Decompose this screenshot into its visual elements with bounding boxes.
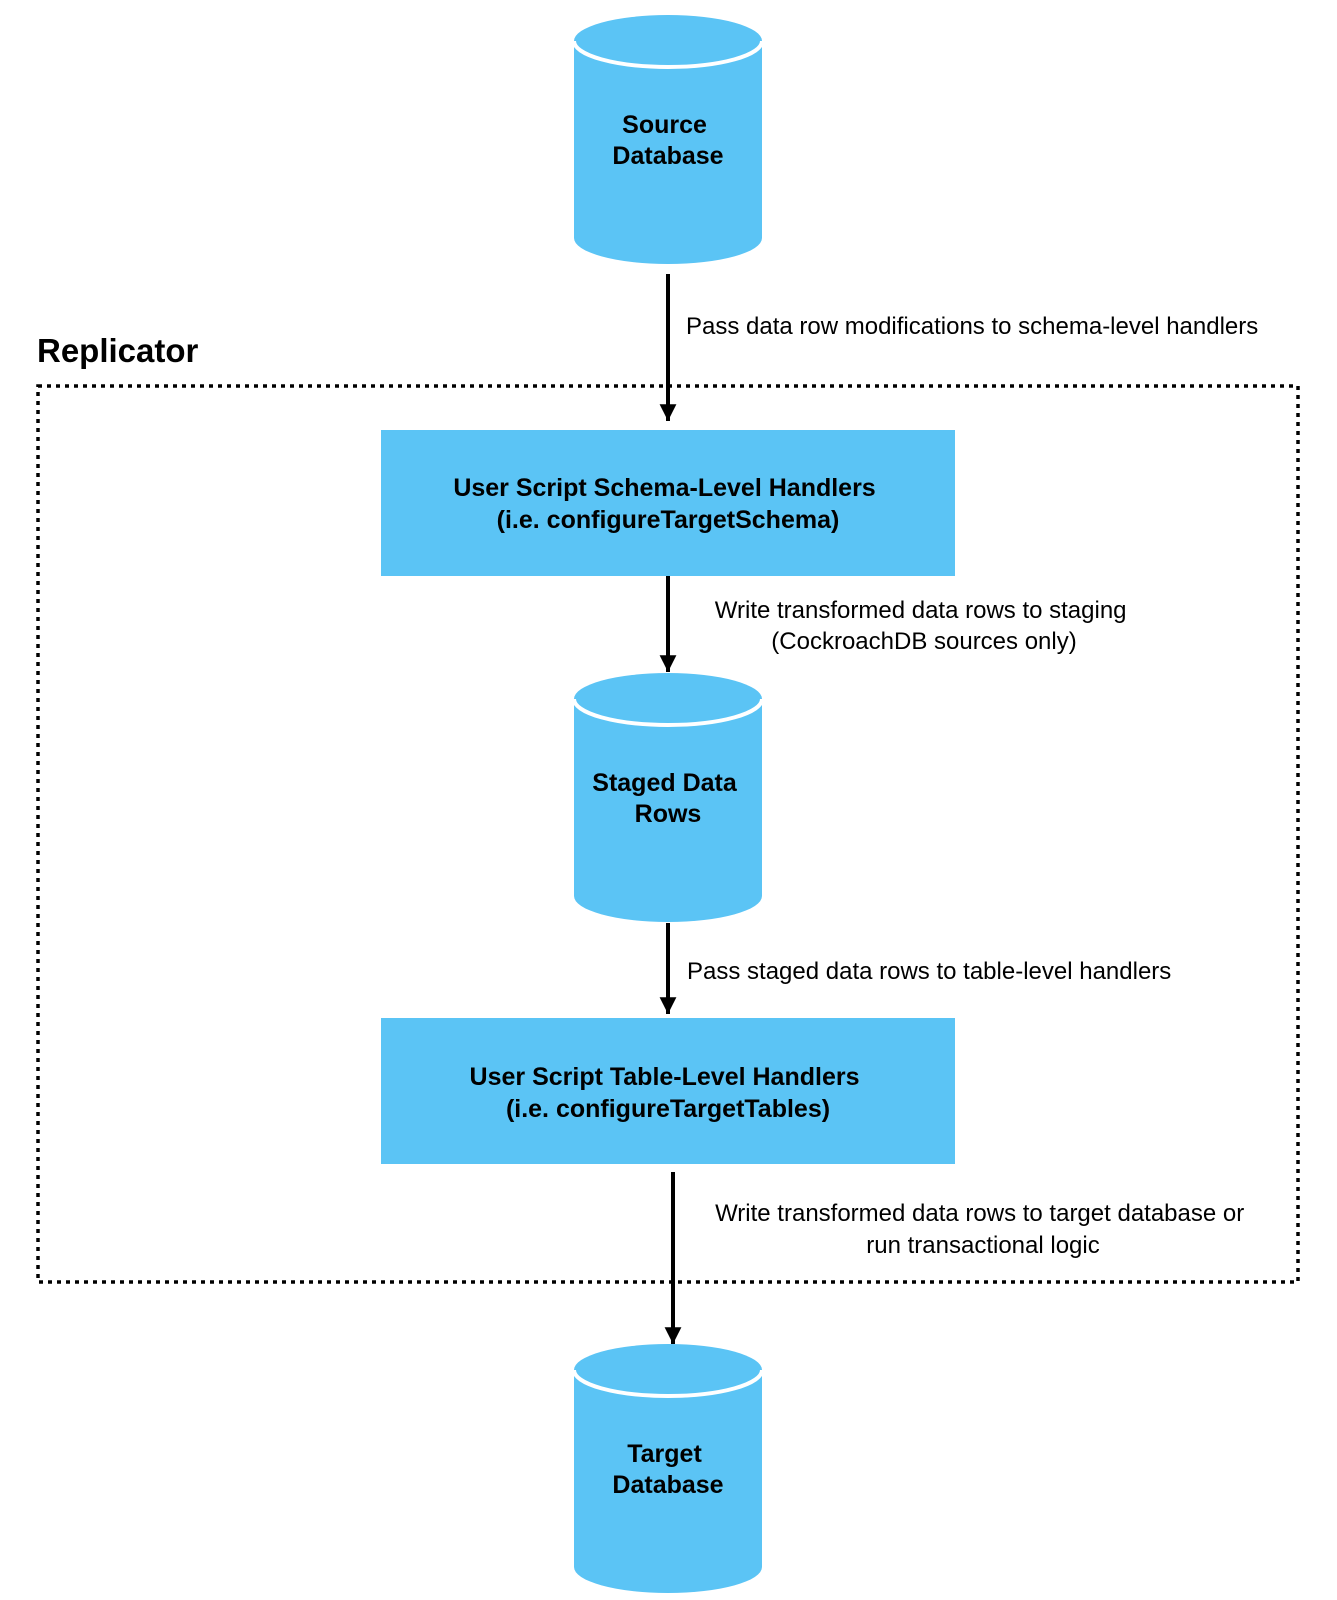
edge-table-to-target: Write transformed data rows to target da… — [664, 1172, 1251, 1344]
edge-schema-to-staged: Write transformed data rows to staging (… — [659, 576, 1133, 672]
schema-handlers-box — [381, 430, 955, 576]
edge-source-to-schema-label: Pass data row modifications to schema-le… — [686, 313, 1258, 340]
staged-rows-node: Staged Data Rows — [572, 673, 764, 922]
replicator-title: Replicator — [37, 332, 199, 369]
source-database-cylinder-rim — [572, 40, 764, 69]
staged-rows-cylinder-rim — [572, 698, 764, 727]
source-database-label: Source Database — [612, 111, 723, 170]
target-database-cylinder-rim — [572, 1369, 764, 1398]
edge-schema-to-staged-label: Write transformed data rows to staging (… — [715, 597, 1133, 655]
source-database-cylinder-icon — [574, 15, 762, 264]
table-handlers-node: User Script Table-Level Handlers (i.e. c… — [381, 1018, 955, 1164]
target-database-node: Target Database — [572, 1344, 764, 1593]
table-handlers-box — [381, 1018, 955, 1164]
source-database-node: Source Database — [572, 15, 764, 264]
target-database-label: Target Database — [612, 1440, 723, 1499]
staged-rows-cylinder-icon — [574, 673, 762, 922]
edge-staged-to-table: Pass staged data rows to table-level han… — [659, 923, 1171, 1014]
schema-handlers-label: User Script Schema-Level Handlers (i.e. … — [453, 474, 882, 534]
target-database-cylinder-icon — [574, 1344, 762, 1593]
edge-table-to-target-label: Write transformed data rows to target da… — [715, 1200, 1251, 1259]
edge-staged-to-table-label: Pass staged data rows to table-level han… — [687, 958, 1171, 985]
schema-handlers-node: User Script Schema-Level Handlers (i.e. … — [381, 430, 955, 576]
edge-source-to-schema: Pass data row modifications to schema-le… — [659, 274, 1258, 421]
staged-rows-label: Staged Data Rows — [592, 769, 743, 828]
table-handlers-label: User Script Table-Level Handlers (i.e. c… — [470, 1063, 867, 1123]
